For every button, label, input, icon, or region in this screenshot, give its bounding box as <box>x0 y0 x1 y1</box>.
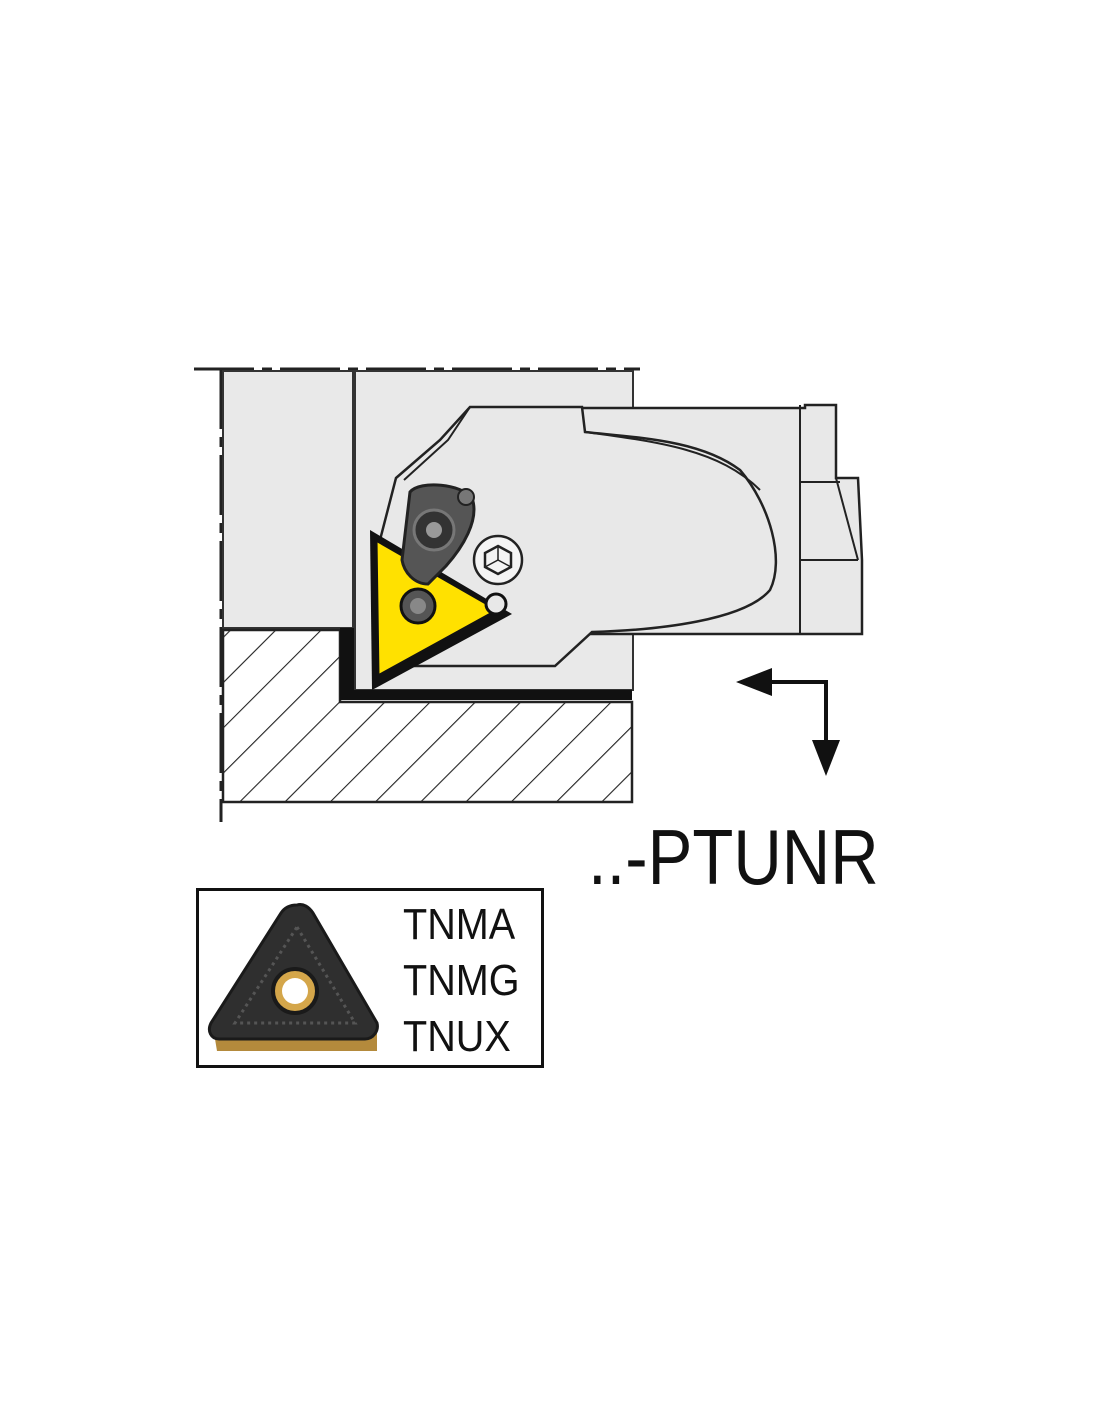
insert-type-list: TNMA TNMG TNUX <box>403 899 533 1063</box>
tool-holder <box>370 403 864 690</box>
triangular-insert-photo-icon <box>207 903 379 1051</box>
insert-type: TNUX <box>403 1012 511 1061</box>
insert-type: TNMA <box>403 900 516 949</box>
tool-code-label: ..-PTUNR <box>588 813 879 901</box>
feed-direction-arrows-icon <box>736 668 840 776</box>
insert-type: TNMG <box>403 956 520 1005</box>
compatible-inserts-box: TNMA TNMG TNUX <box>196 888 544 1068</box>
